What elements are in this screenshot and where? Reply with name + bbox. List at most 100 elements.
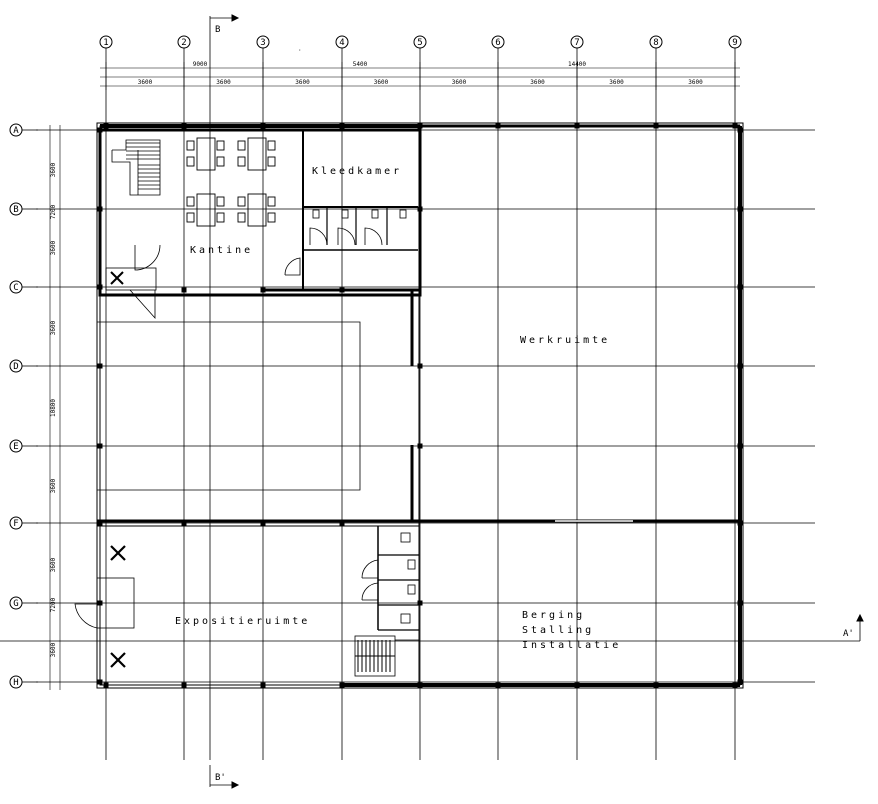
svg-text:9: 9 bbox=[732, 38, 737, 48]
room-label-werkruimte: Werkruimte bbox=[520, 335, 610, 346]
structural-column bbox=[417, 363, 423, 369]
top-segment-dimension: 3600 bbox=[609, 79, 624, 86]
svg-text:B: B bbox=[13, 205, 18, 215]
structural-column bbox=[495, 123, 501, 129]
canteen-table bbox=[186, 137, 225, 171]
section-marker-b-top bbox=[209, 14, 240, 760]
section-marker-b-bottom bbox=[209, 765, 240, 789]
svg-text:4: 4 bbox=[339, 38, 344, 48]
canteen-block-walls bbox=[98, 128, 422, 297]
left-dimension-label: 3600 bbox=[50, 162, 57, 177]
structural-column bbox=[417, 443, 423, 449]
structural-column bbox=[260, 682, 266, 688]
structural-column bbox=[417, 206, 423, 212]
top-total-dimension: 5400 bbox=[353, 61, 368, 68]
left-dimension-label: 10800 bbox=[50, 399, 57, 417]
top-segment-dimension: 3600 bbox=[452, 79, 467, 86]
structural-column bbox=[181, 682, 187, 688]
svg-text:8: 8 bbox=[653, 38, 658, 48]
section-label-a: A' bbox=[843, 629, 854, 639]
structural-columns bbox=[97, 123, 743, 688]
structural-column bbox=[103, 682, 109, 688]
structural-column bbox=[97, 600, 103, 606]
grid-bubble-row-H: H bbox=[9, 675, 38, 689]
top-segment-dimension: 3600 bbox=[295, 79, 310, 86]
structural-column bbox=[339, 682, 345, 688]
svg-text:6: 6 bbox=[495, 38, 500, 48]
grid-lines bbox=[36, 48, 815, 760]
top-segment-dimension: 3600 bbox=[374, 79, 389, 86]
grid-bubble-row-A: A bbox=[9, 123, 38, 137]
grid-bubble-row-E: E bbox=[9, 439, 38, 453]
structural-column bbox=[737, 520, 743, 526]
structural-column bbox=[260, 287, 266, 293]
room-label-expositieruimte: Expositieruimte bbox=[175, 616, 310, 627]
svg-text:1: 1 bbox=[103, 38, 108, 48]
structural-column bbox=[653, 682, 659, 688]
canteen-doors bbox=[105, 209, 407, 320]
structural-column bbox=[653, 123, 659, 129]
canteen-fan-icon bbox=[110, 271, 124, 285]
svg-text:E: E bbox=[13, 442, 18, 452]
structural-column bbox=[737, 284, 743, 290]
grid-bubble-col-4: 4 bbox=[335, 35, 349, 49]
svg-text:5: 5 bbox=[417, 38, 422, 48]
grid-bubble-col-9: 9 bbox=[728, 35, 742, 49]
structural-column bbox=[495, 682, 501, 688]
grid-bubble-row-B: B bbox=[9, 202, 38, 216]
grid-bubble-col-8: 8 bbox=[649, 35, 663, 49]
structural-column bbox=[97, 363, 103, 369]
grid-bubble-col-2: 2 bbox=[177, 35, 191, 49]
structural-column bbox=[260, 520, 266, 526]
room-label-berging: Berging bbox=[522, 610, 585, 621]
grid-bubble-row-F: F bbox=[9, 516, 38, 530]
left-dimension-string bbox=[49, 125, 61, 690]
structural-column bbox=[103, 123, 109, 129]
svg-text:3: 3 bbox=[260, 38, 265, 48]
structural-column bbox=[97, 127, 103, 133]
grid-bubble-row-C: C bbox=[9, 280, 38, 294]
structural-column bbox=[574, 123, 580, 129]
structural-column bbox=[737, 363, 743, 369]
structural-column bbox=[574, 682, 580, 688]
structural-column bbox=[181, 123, 187, 129]
top-segment-dimension: 3600 bbox=[216, 79, 231, 86]
canteen-table bbox=[186, 193, 225, 227]
grid-bubble-row-D: D bbox=[9, 359, 38, 373]
drawing-dot: · bbox=[298, 47, 302, 54]
structural-column bbox=[181, 287, 187, 293]
svg-text:D: D bbox=[13, 362, 18, 372]
structural-column bbox=[737, 679, 743, 685]
left-dimension-label: 3600 bbox=[50, 642, 57, 657]
structural-column bbox=[181, 520, 187, 526]
grid-bubble-col-3: 3 bbox=[256, 35, 270, 49]
svg-text:H: H bbox=[13, 678, 18, 688]
structural-column bbox=[97, 284, 103, 290]
structural-column bbox=[737, 206, 743, 212]
canteen-table bbox=[237, 193, 276, 227]
svg-text:A: A bbox=[13, 126, 19, 136]
room-label-installatie: Installatie bbox=[522, 640, 621, 651]
grid-bubble-col-1: 1 bbox=[99, 35, 113, 49]
left-dimension-label: 3600 bbox=[50, 240, 57, 255]
structural-column bbox=[97, 520, 103, 526]
section-label-b-top: B bbox=[215, 25, 220, 35]
structural-column bbox=[97, 206, 103, 212]
left-dimension-label: 7200 bbox=[50, 204, 57, 219]
structural-column bbox=[339, 287, 345, 293]
structural-column bbox=[737, 443, 743, 449]
grid-bubble-col-7: 7 bbox=[570, 35, 584, 49]
left-dimension-label: 3600 bbox=[50, 320, 57, 335]
top-segment-dimension: 3600 bbox=[688, 79, 703, 86]
room-label-kleedkamer: Kleedkamer bbox=[312, 166, 402, 177]
expositie-fan-icons bbox=[110, 545, 126, 668]
left-dimension-label: 7200 bbox=[50, 597, 57, 612]
top-total-dimension: 9000 bbox=[193, 61, 208, 68]
structural-column bbox=[260, 123, 266, 129]
room-label-stalling: Stalling bbox=[522, 625, 594, 636]
left-dimension-label: 3600 bbox=[50, 478, 57, 493]
svg-text:7: 7 bbox=[574, 38, 579, 48]
